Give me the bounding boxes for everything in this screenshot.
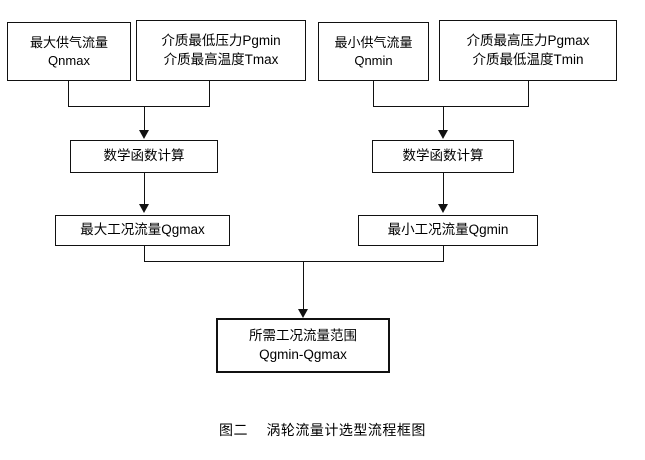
connector-left-merge-stem (144, 106, 145, 132)
node-max-pressure-min-temperature: 介质最高压力Pgmax 介质最低温度Tmin (439, 20, 617, 81)
node-pgmax-line2: 介质最低温度Tmin (472, 51, 584, 67)
figure-caption-title: 涡轮流量计选型流程框图 (266, 422, 426, 438)
node-max-supply-flow: 最大供气流量 Qnmax (7, 22, 131, 81)
node-qgmin-label: 最小工况流量Qgmin (387, 222, 509, 238)
connector-qgmin-down (443, 246, 444, 262)
connector-calc-left-to-qgmax (144, 173, 145, 206)
node-min-supply-flow: 最小供气流量 Qnmin (318, 22, 429, 81)
connector-right-merge-stem (443, 106, 444, 132)
node-qnmax-line1: 最大供气流量 (29, 34, 108, 50)
connector-right-merge-bar (373, 106, 529, 107)
figure-caption: 图二 涡轮流量计选型流程框图 (0, 420, 645, 440)
node-qnmin-line1: 最小供气流量 (334, 34, 413, 50)
node-qnmin-line2: Qnmin (354, 52, 393, 68)
connector-pgmin-down (209, 81, 210, 107)
node-pgmin-line1: 介质最低压力Pgmin (161, 33, 281, 49)
connector-calc-right-to-qgmin (443, 173, 444, 206)
node-calc-right-label: 数学函数计算 (402, 148, 484, 164)
connector-bottom-merge-bar (144, 261, 444, 262)
connector-left-merge-bar (68, 106, 210, 107)
arrowhead-into-calc-right (438, 130, 448, 139)
connector-qnmax-down (68, 81, 69, 107)
arrowhead-into-calc-left (139, 130, 149, 139)
node-pgmin-line2: 介质最高温度Tmax (163, 51, 279, 67)
connector-bottom-merge-stem (303, 261, 304, 312)
node-min-pressure-max-temperature: 介质最低压力Pgmin 介质最高温度Tmax (136, 20, 306, 81)
connector-qgmax-down (144, 246, 145, 262)
node-qgmax-label: 最大工况流量Qgmax (80, 222, 205, 238)
node-result-line2: Qgmin-Qgmax (259, 346, 347, 362)
arrowhead-into-qgmin (438, 204, 448, 213)
node-math-function-calc-right: 数学函数计算 (372, 140, 514, 173)
arrowhead-into-result (298, 309, 308, 318)
connector-qnmin-down (373, 81, 374, 107)
node-math-function-calc-left: 数学函数计算 (70, 140, 218, 173)
node-calc-left-label: 数学函数计算 (103, 148, 185, 164)
node-max-working-flow: 最大工况流量Qgmax (55, 215, 230, 246)
figure-caption-number: 图二 (219, 422, 249, 438)
node-required-flow-range: 所需工况流量范围 Qgmin-Qgmax (216, 318, 390, 373)
node-pgmax-line1: 介质最高压力Pgmax (466, 33, 590, 49)
node-min-working-flow: 最小工况流量Qgmin (358, 215, 538, 246)
arrowhead-into-qgmax (139, 204, 149, 213)
connector-pgmax-down (528, 81, 529, 107)
node-qnmax-line2: Qnmax (48, 52, 90, 68)
node-result-line1: 所需工况流量范围 (249, 328, 357, 344)
